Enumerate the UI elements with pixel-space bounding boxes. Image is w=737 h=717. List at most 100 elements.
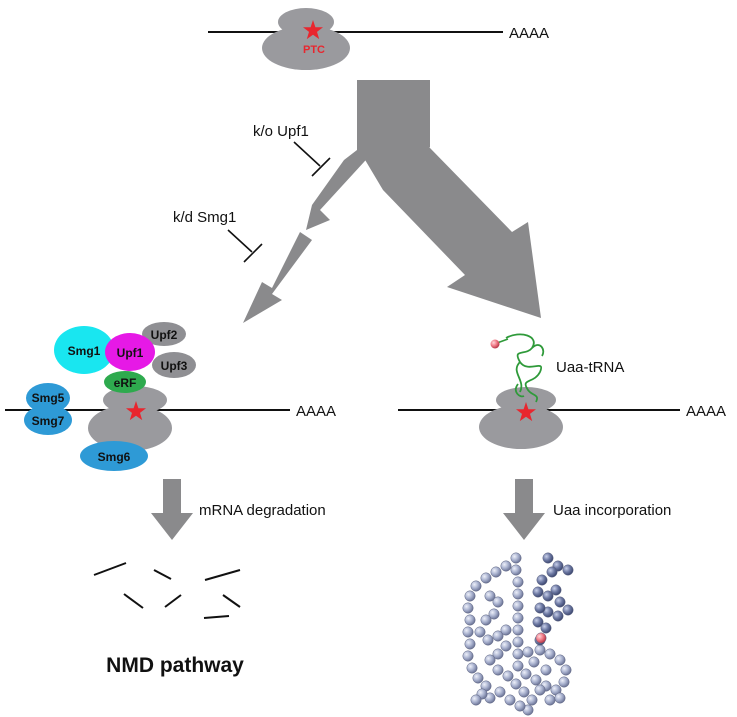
protein-bead bbox=[512, 588, 524, 600]
upf1-protein bbox=[105, 333, 155, 371]
protein-bead bbox=[492, 630, 504, 642]
smg5-label: Smg5 bbox=[32, 391, 65, 405]
smg7-label: Smg7 bbox=[32, 414, 65, 428]
fragment-4 bbox=[123, 593, 144, 609]
nmd-ribosome-large bbox=[88, 405, 172, 451]
protein-bead bbox=[484, 654, 496, 666]
uaa-polya-label: AAAA bbox=[686, 403, 726, 420]
protein-bead-dark bbox=[562, 564, 574, 576]
uaa-residue-bead bbox=[535, 632, 547, 644]
protein-bead-dark bbox=[534, 602, 546, 614]
arrow-trunk bbox=[357, 80, 430, 150]
inhibitor-upf1: k/o Upf1 bbox=[253, 123, 331, 177]
upf2-protein bbox=[142, 322, 186, 346]
protein-bead-dark bbox=[554, 596, 566, 608]
upf2-label: Upf2 bbox=[151, 328, 178, 342]
protein-bead bbox=[534, 644, 546, 656]
smg1-inhibition-bar bbox=[243, 243, 263, 263]
protein-bead bbox=[480, 572, 492, 584]
protein-bead bbox=[488, 608, 500, 620]
incorporation-arrow bbox=[503, 479, 545, 540]
protein-bead bbox=[492, 664, 504, 676]
upf3-label: Upf3 bbox=[161, 359, 188, 373]
protein-bead-dark bbox=[552, 610, 564, 622]
upf1-label: Upf1 bbox=[117, 346, 144, 360]
nmd-down-arrow: mRNA degradation bbox=[151, 479, 326, 540]
smg5-protein bbox=[26, 383, 70, 413]
protein-bead bbox=[492, 648, 504, 660]
uaa-trna-label: Uaa-tRNA bbox=[556, 359, 624, 376]
erf-label: eRF bbox=[114, 376, 137, 390]
fragment-3 bbox=[204, 569, 241, 581]
protein-bead bbox=[470, 694, 482, 706]
protein-bead bbox=[484, 590, 496, 602]
uaa-ribosome-large bbox=[479, 405, 563, 449]
arrow-right-branch bbox=[358, 148, 541, 318]
ptc-label: PTC bbox=[303, 44, 325, 56]
protein-bead bbox=[512, 600, 524, 612]
upf1-inhibition-line bbox=[293, 141, 321, 167]
protein-bead bbox=[512, 648, 524, 660]
smg6-protein bbox=[80, 441, 148, 471]
protein-bead-dark bbox=[532, 586, 544, 598]
arrow-left-branch-upper bbox=[306, 150, 375, 230]
protein-bead bbox=[472, 672, 484, 684]
protein-bead-dark bbox=[562, 604, 574, 616]
protein-bead bbox=[540, 664, 552, 676]
protein-bead bbox=[554, 692, 566, 704]
fragment-2 bbox=[153, 569, 172, 580]
arrow-left-branch-lower bbox=[243, 232, 312, 323]
top-polya-label: AAAA bbox=[509, 25, 549, 42]
protein-bead bbox=[462, 626, 474, 638]
mrna-degradation-label: mRNA degradation bbox=[199, 502, 326, 519]
protein-bead bbox=[512, 612, 524, 624]
branching-arrow bbox=[243, 80, 541, 323]
fragment-7 bbox=[203, 615, 230, 619]
uaa-down-arrow: Uaa incorporation bbox=[503, 479, 671, 540]
protein-bead bbox=[474, 626, 486, 638]
protein-bead-dark bbox=[540, 622, 552, 634]
protein-bead bbox=[544, 694, 556, 706]
protein-bead bbox=[528, 656, 540, 668]
protein-bead bbox=[500, 624, 512, 636]
protein-bead-dark bbox=[546, 566, 558, 578]
fragment-5 bbox=[164, 594, 182, 608]
fragment-6 bbox=[222, 594, 241, 608]
ptc-star-icon bbox=[303, 20, 323, 40]
mrna-fragments bbox=[93, 562, 241, 619]
protein-bead bbox=[510, 678, 522, 690]
protein-bead bbox=[504, 694, 516, 706]
nmd-pathway-title: NMD pathway bbox=[106, 654, 244, 677]
protein-bead bbox=[512, 660, 524, 672]
protein-bead bbox=[482, 634, 494, 646]
nmd-polya-label: AAAA bbox=[296, 403, 336, 420]
protein-bead bbox=[494, 686, 506, 698]
protein-bead bbox=[490, 566, 502, 578]
protein-bead bbox=[520, 668, 532, 680]
uaa-complex: Uaa-tRNA AAAA bbox=[398, 333, 726, 449]
protein-bead bbox=[462, 650, 474, 662]
protein-bead bbox=[514, 700, 526, 712]
protein-bead bbox=[534, 684, 546, 696]
protein-bead-dark bbox=[542, 552, 554, 564]
protein-bead bbox=[544, 648, 556, 660]
nmd-ptc-star-icon bbox=[126, 401, 146, 421]
protein-bead bbox=[464, 590, 476, 602]
degradation-arrow bbox=[151, 479, 193, 540]
protein-bead bbox=[462, 602, 474, 614]
protein-bead bbox=[492, 596, 504, 608]
protein-bead bbox=[470, 580, 482, 592]
ribosome-large-subunit bbox=[262, 26, 350, 70]
protein-bead-dark bbox=[542, 590, 554, 602]
smg1-knockdown-label: k/d Smg1 bbox=[173, 209, 236, 226]
protein-bead-dark bbox=[532, 616, 544, 628]
uaa-amino-acid bbox=[490, 339, 500, 349]
erf-protein bbox=[104, 371, 146, 393]
protein-bead bbox=[510, 552, 522, 564]
nmd-complex: Smg6 Smg5 Smg7 Upf2 Upf3 Smg1 Upf1 eRF A… bbox=[5, 322, 336, 471]
upf3-protein bbox=[152, 352, 196, 378]
protein-bead bbox=[502, 670, 514, 682]
inhibitor-smg1: k/d Smg1 bbox=[173, 209, 263, 263]
